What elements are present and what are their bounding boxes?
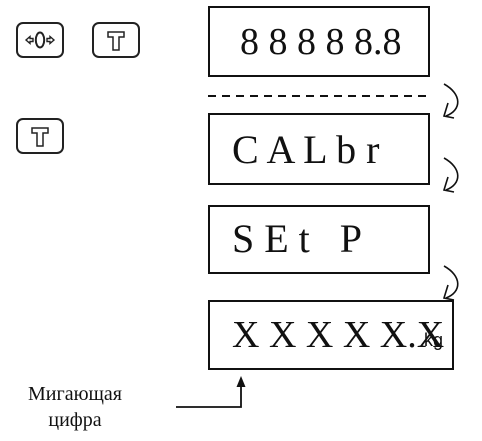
transition-arrow-2 [442, 157, 459, 193]
zero-key[interactable] [16, 22, 64, 58]
unit-label: kg [424, 330, 444, 350]
display-all-segments: 8 8 8 8 8.8 [208, 6, 430, 77]
pointer-arrow [176, 376, 246, 408]
display-calibration: C A L b r [208, 113, 430, 185]
display-text: 8 8 8 8 8.8 [240, 21, 402, 63]
tare-key[interactable] [92, 22, 140, 58]
annotation-line-2: цифра [48, 409, 102, 431]
transition-arrow-1 [442, 83, 459, 119]
tare-t-icon [107, 31, 125, 51]
tare-key-second[interactable] [16, 118, 64, 154]
zero-arrows-icon [24, 31, 56, 49]
annotation-line-1: Мигающая [28, 383, 122, 405]
display-text: S E t P [232, 216, 363, 261]
display-setpoint: S E t P [208, 205, 430, 274]
display-text: C A L b r [232, 127, 380, 172]
tare-t-icon [31, 127, 49, 147]
transition-arrow-3 [442, 265, 459, 301]
display-text: X X X X X.X [232, 314, 445, 356]
blinking-digit-label: Мигающая цифра [0, 381, 150, 433]
display-value: X X X X X.X kg [208, 300, 454, 370]
